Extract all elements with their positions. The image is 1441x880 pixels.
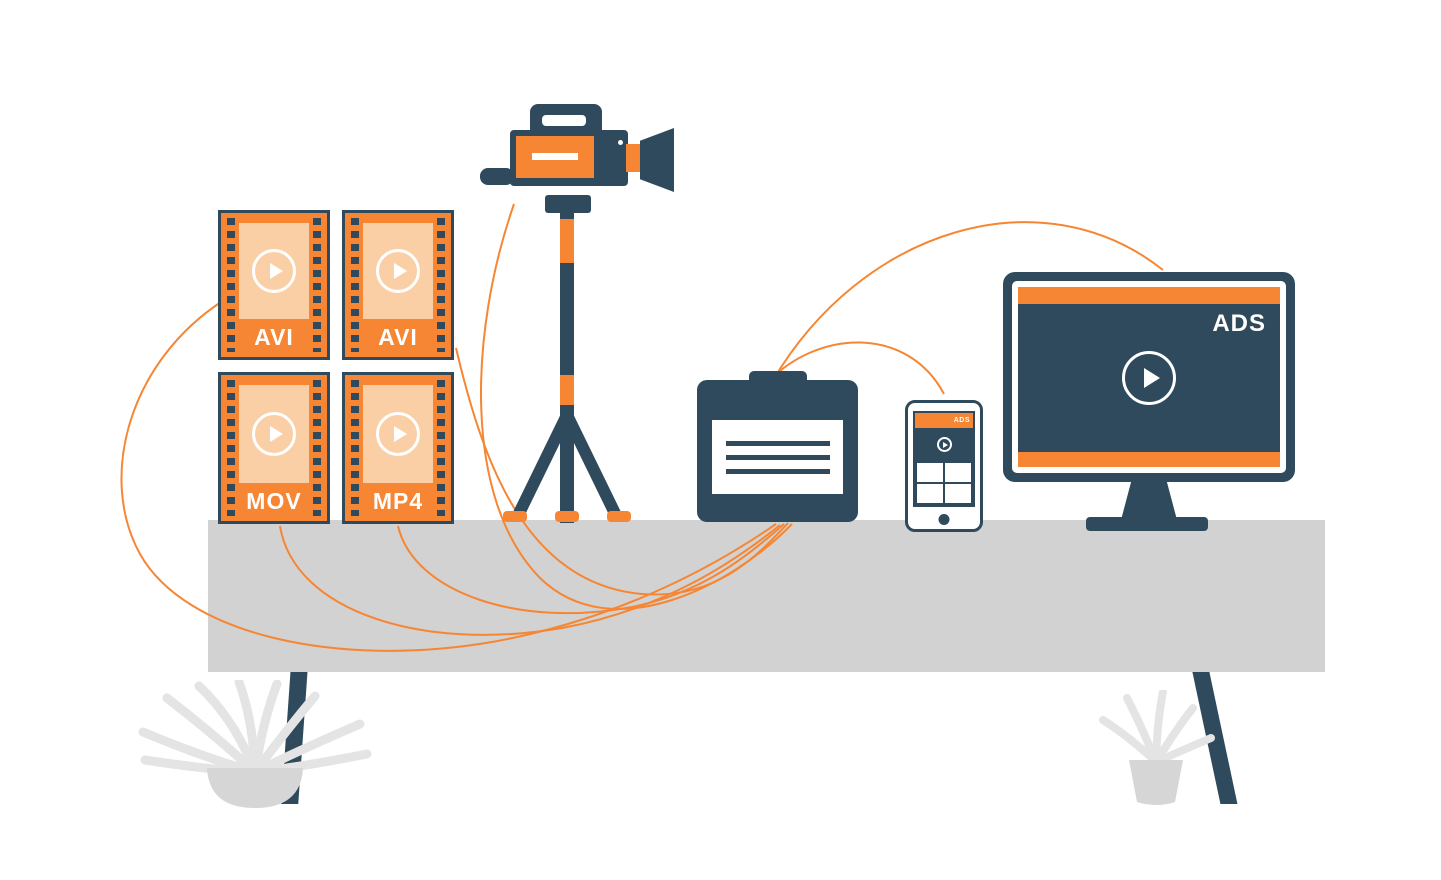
- phone-content-grid: [915, 461, 973, 505]
- monitor-top-bar: [1018, 287, 1280, 304]
- camera-lens-connector: [626, 144, 640, 172]
- monitor-video-area: ADS: [1018, 304, 1280, 452]
- film-strip-holes: [313, 218, 321, 352]
- phone-video-area: [915, 428, 973, 461]
- desk-surface: [208, 520, 1325, 672]
- plant-left: [138, 680, 372, 808]
- case-label-panel: [712, 420, 843, 494]
- smartphone: ADS: [905, 400, 983, 532]
- plant-pot: [1129, 760, 1183, 805]
- tripod-pole: [560, 205, 574, 523]
- camera-indicator-dot: [618, 140, 623, 145]
- phone-grid-cell: [917, 484, 943, 503]
- video-camera: [480, 98, 680, 210]
- film-frame: [239, 223, 309, 319]
- text-line: [725, 454, 830, 460]
- monitor-stand-neck: [1121, 482, 1177, 520]
- film-strip-holes: [437, 218, 445, 352]
- camera-button: [528, 179, 537, 186]
- tripod-mount: [545, 195, 591, 213]
- file-format-label: AVI: [254, 324, 294, 350]
- monitor-screen: ADS: [1018, 287, 1280, 467]
- text-line: [725, 468, 830, 474]
- tripod-foot: [607, 511, 631, 522]
- play-icon: [936, 437, 952, 452]
- camera-button: [542, 179, 551, 186]
- home-button: [938, 514, 950, 525]
- file-format-label: MP4: [372, 488, 424, 514]
- camera-lens-hood: [640, 128, 674, 192]
- film-frame: [239, 385, 309, 483]
- monitor-frame: ADS: [1012, 281, 1286, 473]
- file-format-label: MOV: [246, 488, 302, 514]
- monitor-stand-base: [1086, 517, 1208, 531]
- play-icon: [1122, 351, 1176, 405]
- play-icon: [376, 412, 420, 456]
- film-strip-holes: [437, 380, 445, 516]
- tripod-foot: [503, 511, 527, 522]
- play-icon: [252, 249, 296, 293]
- film-frame: [363, 223, 433, 319]
- phone-ads-label: ADS: [915, 413, 973, 428]
- plant-right: [1099, 690, 1215, 805]
- phone-screen: ADS: [913, 411, 975, 507]
- phone-grid-cell: [945, 484, 971, 503]
- camera-handle-hole: [542, 115, 586, 126]
- camera-button: [556, 179, 565, 186]
- file-format-label: AVI: [378, 324, 418, 350]
- camera-grip: [480, 168, 514, 185]
- text-line: [725, 440, 830, 446]
- monitor-ads-label: ADS: [1212, 310, 1266, 337]
- video-file-avi-1: AVI: [218, 210, 330, 360]
- case-handle: [749, 371, 807, 387]
- video-file-mp4: MP4: [342, 372, 454, 524]
- phone-grid-cell: [945, 463, 971, 482]
- film-strip-holes: [351, 218, 359, 352]
- film-strip-holes: [313, 380, 321, 516]
- plant-pot: [207, 768, 303, 808]
- document-case: [697, 371, 858, 522]
- play-icon: [376, 249, 420, 293]
- play-icon: [252, 412, 296, 456]
- film-strip-holes: [351, 380, 359, 516]
- film-strip-holes: [227, 380, 235, 516]
- phone-grid-cell: [917, 463, 943, 482]
- tripod-foot: [555, 511, 579, 522]
- monitor: ADS: [1003, 272, 1295, 482]
- video-file-mov: MOV: [218, 372, 330, 524]
- video-file-avi-2: AVI: [342, 210, 454, 360]
- camera-label-slit: [532, 153, 578, 160]
- monitor-bottom-bar: [1018, 452, 1280, 467]
- film-strip-holes: [227, 218, 235, 352]
- film-frame: [363, 385, 433, 483]
- tripod: [495, 195, 645, 527]
